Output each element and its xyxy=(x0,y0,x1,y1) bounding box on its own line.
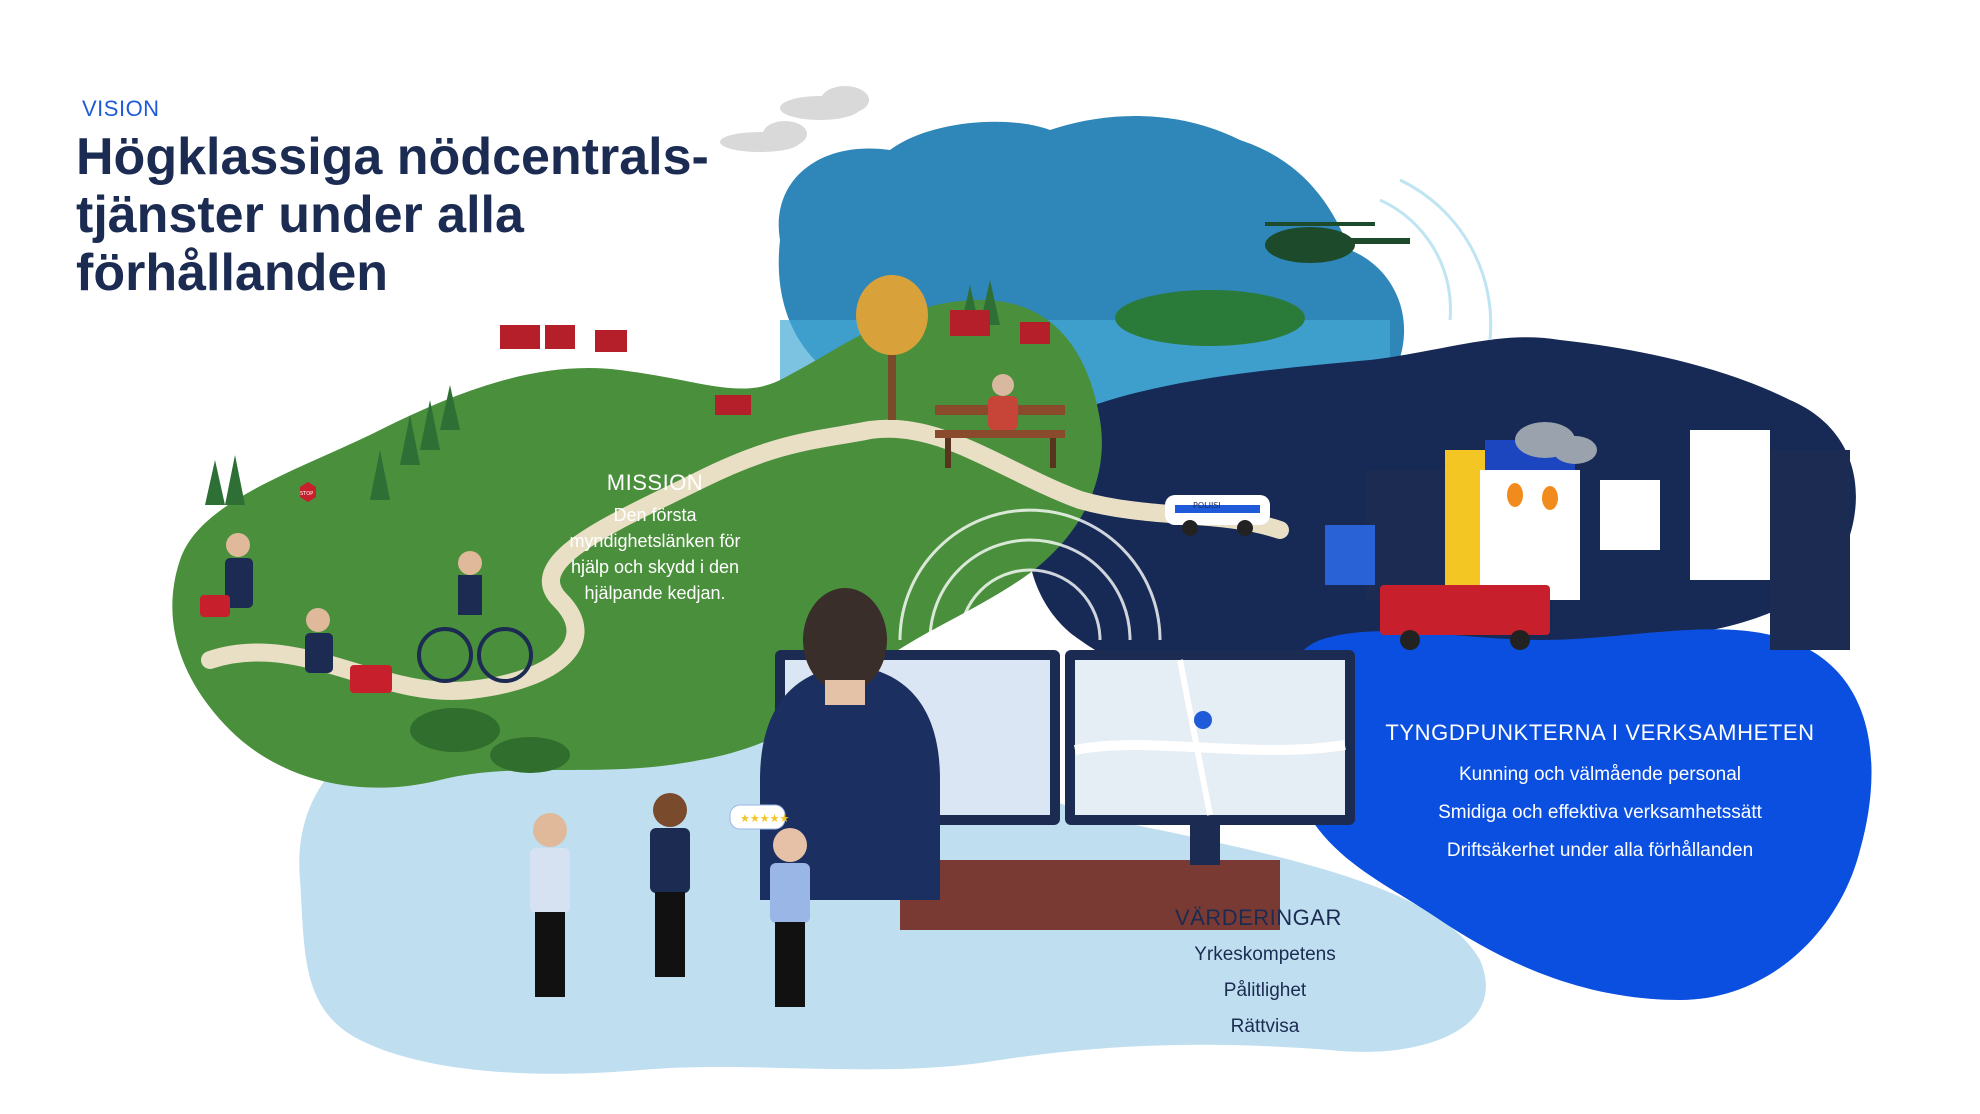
police-car xyxy=(1165,495,1270,536)
signal-waves xyxy=(898,508,1162,641)
police-car-text: POLIISI xyxy=(1193,501,1221,510)
rating-stars-text: ★★★★★ xyxy=(740,812,789,825)
red-houses xyxy=(500,310,1050,415)
focus-item: Kunning och välmående personal xyxy=(1458,764,1742,785)
mission-block: MISSION Den första myndighetslänken för … xyxy=(520,470,790,606)
park-bench xyxy=(935,374,1065,468)
city-buildings xyxy=(1325,430,1850,650)
vision-label: VISION xyxy=(82,96,160,121)
mission-text: Den första myndighetslänken för hjälp oc… xyxy=(520,502,790,606)
stop-sign-text: STOP xyxy=(300,491,313,497)
focus-item: Smidiga och effektiva verksamhetssätt xyxy=(1438,802,1762,823)
vision-title-line: tjänster under alla xyxy=(76,186,524,244)
mission-line: hjälpande kedjan. xyxy=(584,583,726,603)
focus-item: Driftsäkerhet under alla förhållanden xyxy=(1446,840,1754,861)
values-item: Yrkeskompetens xyxy=(1194,944,1336,965)
vision-title: Högklassiga nödcentrals- tjänster under … xyxy=(76,128,716,302)
fire-truck xyxy=(1380,585,1550,650)
walking-path xyxy=(201,419,1289,700)
smoke xyxy=(1515,422,1597,464)
fire-flames xyxy=(1507,483,1558,510)
vision-title-line: förhållanden xyxy=(76,244,389,302)
staff-figures xyxy=(530,793,810,1007)
island xyxy=(1115,290,1305,346)
focus-blob xyxy=(1279,629,1872,1000)
values-block: VÄRDERINGAR Yrkeskompetens Pålitlighet R… xyxy=(1145,905,1385,1045)
values-item: Rättvisa xyxy=(1230,1016,1300,1037)
mission-line: myndighetslänken för xyxy=(569,531,741,551)
cyclist xyxy=(417,551,533,683)
focus-block: TYNGDPUNKTERNA I VERKSAMHETEN Kunning oc… xyxy=(1320,720,1880,870)
sky-clouds xyxy=(720,86,869,152)
focus-heading: TYNGDPUNKTERNA I VERKSAMHETEN xyxy=(1385,720,1815,745)
values-heading: VÄRDERINGAR xyxy=(1175,905,1342,930)
stop-sign xyxy=(300,482,316,502)
vision-title-line: Högklassiga nödcentrals- xyxy=(76,128,709,186)
mission-line: hjälp och skydd i den xyxy=(570,557,740,577)
mission-line: Den första xyxy=(613,505,697,525)
paramedics xyxy=(200,533,392,693)
mission-heading: MISSION xyxy=(606,470,704,495)
autumn-tree xyxy=(856,275,928,420)
values-item: Pålitlighet xyxy=(1223,980,1307,1001)
helicopter xyxy=(1265,222,1410,263)
bushes xyxy=(410,708,570,773)
signal-waves-sky xyxy=(1379,178,1493,341)
